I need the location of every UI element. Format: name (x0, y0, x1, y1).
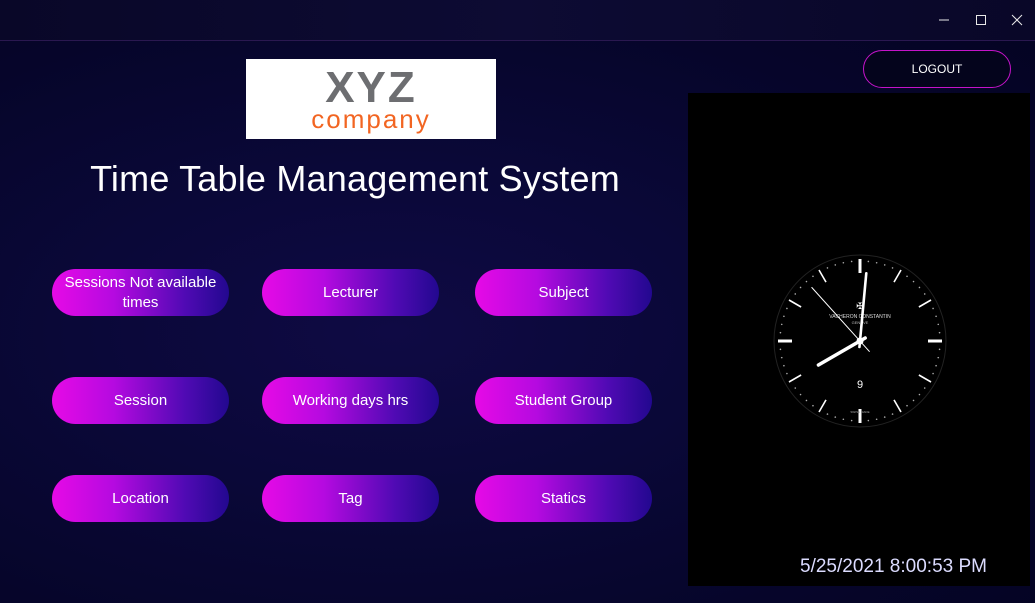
minute-dot (783, 315, 785, 318)
clock-city: GENEVE (852, 320, 869, 325)
minute-dot (794, 387, 797, 389)
center-pin (856, 337, 864, 345)
minute-dot (932, 307, 934, 310)
minute-dot (912, 399, 915, 402)
hour-marker (893, 399, 902, 413)
minute-dot (826, 413, 829, 415)
minute-dot (935, 364, 937, 367)
minute-dot (938, 331, 941, 334)
minute-dot (923, 387, 926, 389)
hour-marker (818, 269, 827, 283)
minute-dot (867, 260, 870, 263)
minute-dot (780, 323, 783, 326)
working-days-hrs-button[interactable]: Working days hrs (262, 377, 439, 424)
minute-dot (918, 286, 921, 289)
minute-dot (918, 393, 921, 396)
location-button[interactable]: Location (52, 475, 229, 522)
minute-dot (842, 261, 845, 264)
brand-cross-icon: ✠ (856, 302, 864, 312)
hour-marker (788, 299, 802, 308)
company-logo: XYZ company (246, 59, 496, 139)
minute-dot (923, 293, 926, 295)
lecturer-button[interactable]: Lecturer (262, 269, 439, 316)
minute-dot (834, 416, 837, 418)
clock-panel: ✠ VACHERON CONSTANTIN GENEVE 9 SWISS MAD… (688, 93, 1030, 586)
minute-dot (875, 261, 878, 264)
hour-marker (918, 374, 932, 383)
minute-dot (786, 307, 788, 310)
minute-dot (891, 267, 894, 269)
clock-footer: SWISS MADE (850, 410, 869, 414)
minute-dot (875, 418, 878, 421)
close-button[interactable] (1003, 6, 1031, 34)
minute-dot (780, 356, 783, 359)
xyz-logo-graphic: XYZ company (311, 64, 431, 134)
minute-dot (867, 419, 870, 422)
minute-dot (805, 280, 808, 283)
hour-marker (893, 269, 902, 283)
minute-dot (906, 404, 908, 407)
minimize-icon (939, 19, 949, 21)
minute-dot (932, 372, 934, 375)
minute-dot (779, 331, 782, 334)
minute-dot (937, 356, 940, 359)
analog-clock: ✠ VACHERON CONSTANTIN GENEVE 9 SWISS MAD… (773, 254, 947, 428)
minute-dot (883, 264, 886, 266)
minute-dot (850, 419, 853, 422)
app-title: Time Table Management System (90, 158, 620, 199)
minute-dot (812, 404, 814, 407)
logo-bottom-text: company (311, 104, 431, 134)
maximize-icon (976, 15, 986, 25)
clock-hands (811, 271, 870, 367)
clock-ticks (778, 259, 942, 423)
logo-top-text: XYZ (325, 64, 417, 112)
close-icon (1011, 14, 1023, 26)
logout-button[interactable]: LOGOUT (863, 50, 1011, 88)
clock-date-numeral: 9 (857, 379, 863, 391)
minute-dot (883, 416, 886, 418)
subject-button[interactable]: Subject (475, 269, 652, 316)
minute-dot (906, 275, 908, 278)
minute-dot (786, 372, 788, 375)
minute-dot (799, 393, 802, 396)
minimize-button[interactable] (930, 6, 958, 34)
minute-dot (799, 286, 802, 289)
sessions-not-available-button[interactable]: Sessions Not available times (52, 269, 229, 316)
clock-brand: VACHERON CONSTANTIN (829, 314, 891, 320)
minute-dot (842, 418, 845, 421)
minute-dot (937, 323, 940, 326)
hour-marker (788, 374, 802, 383)
title-bar (0, 0, 1035, 41)
minute-dot (935, 315, 937, 318)
tag-button[interactable]: Tag (262, 475, 439, 522)
minute-dot (912, 280, 915, 283)
minute-dot (779, 348, 782, 351)
session-button[interactable]: Session (52, 377, 229, 424)
minute-dot (850, 260, 853, 263)
statics-button[interactable]: Statics (475, 475, 652, 522)
minute-dot (938, 348, 941, 351)
minute-dot (812, 275, 814, 278)
datetime-display: 5/25/2021 8:00:53 PM (800, 556, 987, 577)
hour-marker (818, 399, 827, 413)
minute-dot (826, 267, 829, 269)
minute-dot (783, 364, 785, 367)
minute-dot (891, 413, 894, 415)
minute-dot (794, 293, 797, 295)
student-group-button[interactable]: Student Group (475, 377, 652, 424)
maximize-button[interactable] (967, 6, 995, 34)
minute-hand (858, 271, 868, 349)
minute-dot (834, 264, 837, 266)
minute-dot (805, 399, 808, 402)
hour-marker (918, 299, 932, 308)
